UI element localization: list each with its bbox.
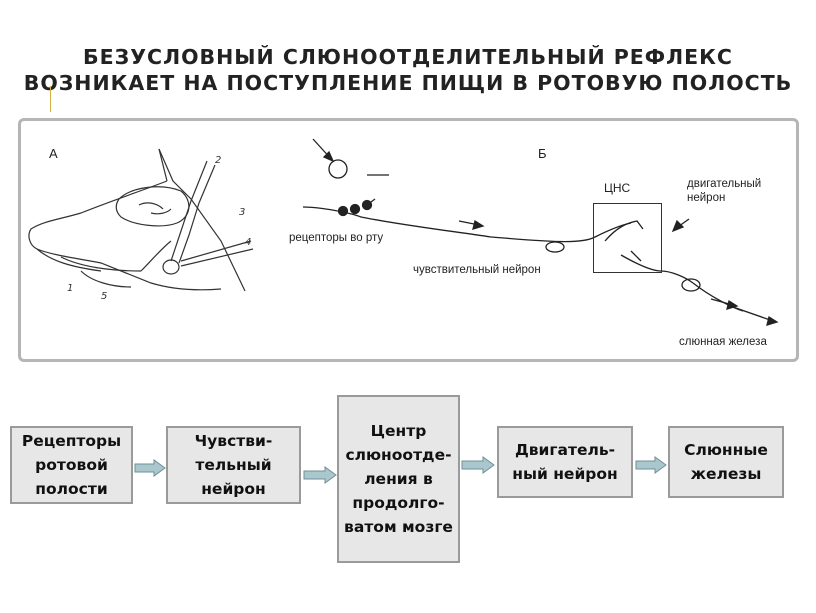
motor-neuron-label: двигательный нейрон xyxy=(687,178,762,204)
salivary-gland-label: слюнная железа xyxy=(679,336,767,348)
dog-number-5: 5 xyxy=(101,291,107,302)
flow-step-motor-neuron: Двигатель-ный нейрон xyxy=(497,426,633,498)
flow-step-medulla-center: Центр слюноотде-ления в продолго-ватом м… xyxy=(337,395,460,563)
cns-box xyxy=(593,203,662,273)
panel-b-label: Б xyxy=(538,146,547,161)
cns-label: ЦНС xyxy=(604,181,631,195)
dog-number-1: 1 xyxy=(67,283,73,294)
sensory-neuron-label: чувствительный нейрон xyxy=(413,264,541,276)
panel-a-label: А xyxy=(49,146,58,161)
dog-number-3: 3 xyxy=(239,207,245,218)
title-line-2: ВОЗНИКАЕТ НА ПОСТУПЛЕНИЕ ПИЩИ В РОТОВУЮ … xyxy=(23,71,793,95)
flow-arrow-3 xyxy=(461,456,495,474)
dog-number-2: 2 xyxy=(215,155,221,166)
reflex-figure: 2 3 4 1 5 xyxy=(18,118,799,362)
receptors-label: рецепторы во рту xyxy=(289,232,384,244)
slide-title: БЕЗУСЛОВНЫЙ СЛЮНООТДЕЛИТЕЛЬНЫЙ РЕФЛЕКС В… xyxy=(0,44,816,96)
flow-arrow-4 xyxy=(635,456,667,474)
flow-arrow-1 xyxy=(134,459,166,477)
dog-head-drawing xyxy=(28,148,254,292)
flow-step-sensory-neuron: Чувстви-тельный нейрон xyxy=(166,426,301,504)
title-line-1: БЕЗУСЛОВНЫЙ СЛЮНООТДЕЛИТЕЛЬНЫЙ РЕФЛЕКС xyxy=(83,45,733,69)
flow-step-salivary-glands: Слюнные железы xyxy=(668,426,784,498)
flow-step-receptors: Рецепторы ротовой полости xyxy=(10,426,133,504)
title-accent-line xyxy=(50,86,51,112)
dog-number-4: 4 xyxy=(245,237,251,248)
reflex-illustration: 2 3 4 1 5 xyxy=(28,138,779,326)
flow-arrow-2 xyxy=(303,466,337,484)
